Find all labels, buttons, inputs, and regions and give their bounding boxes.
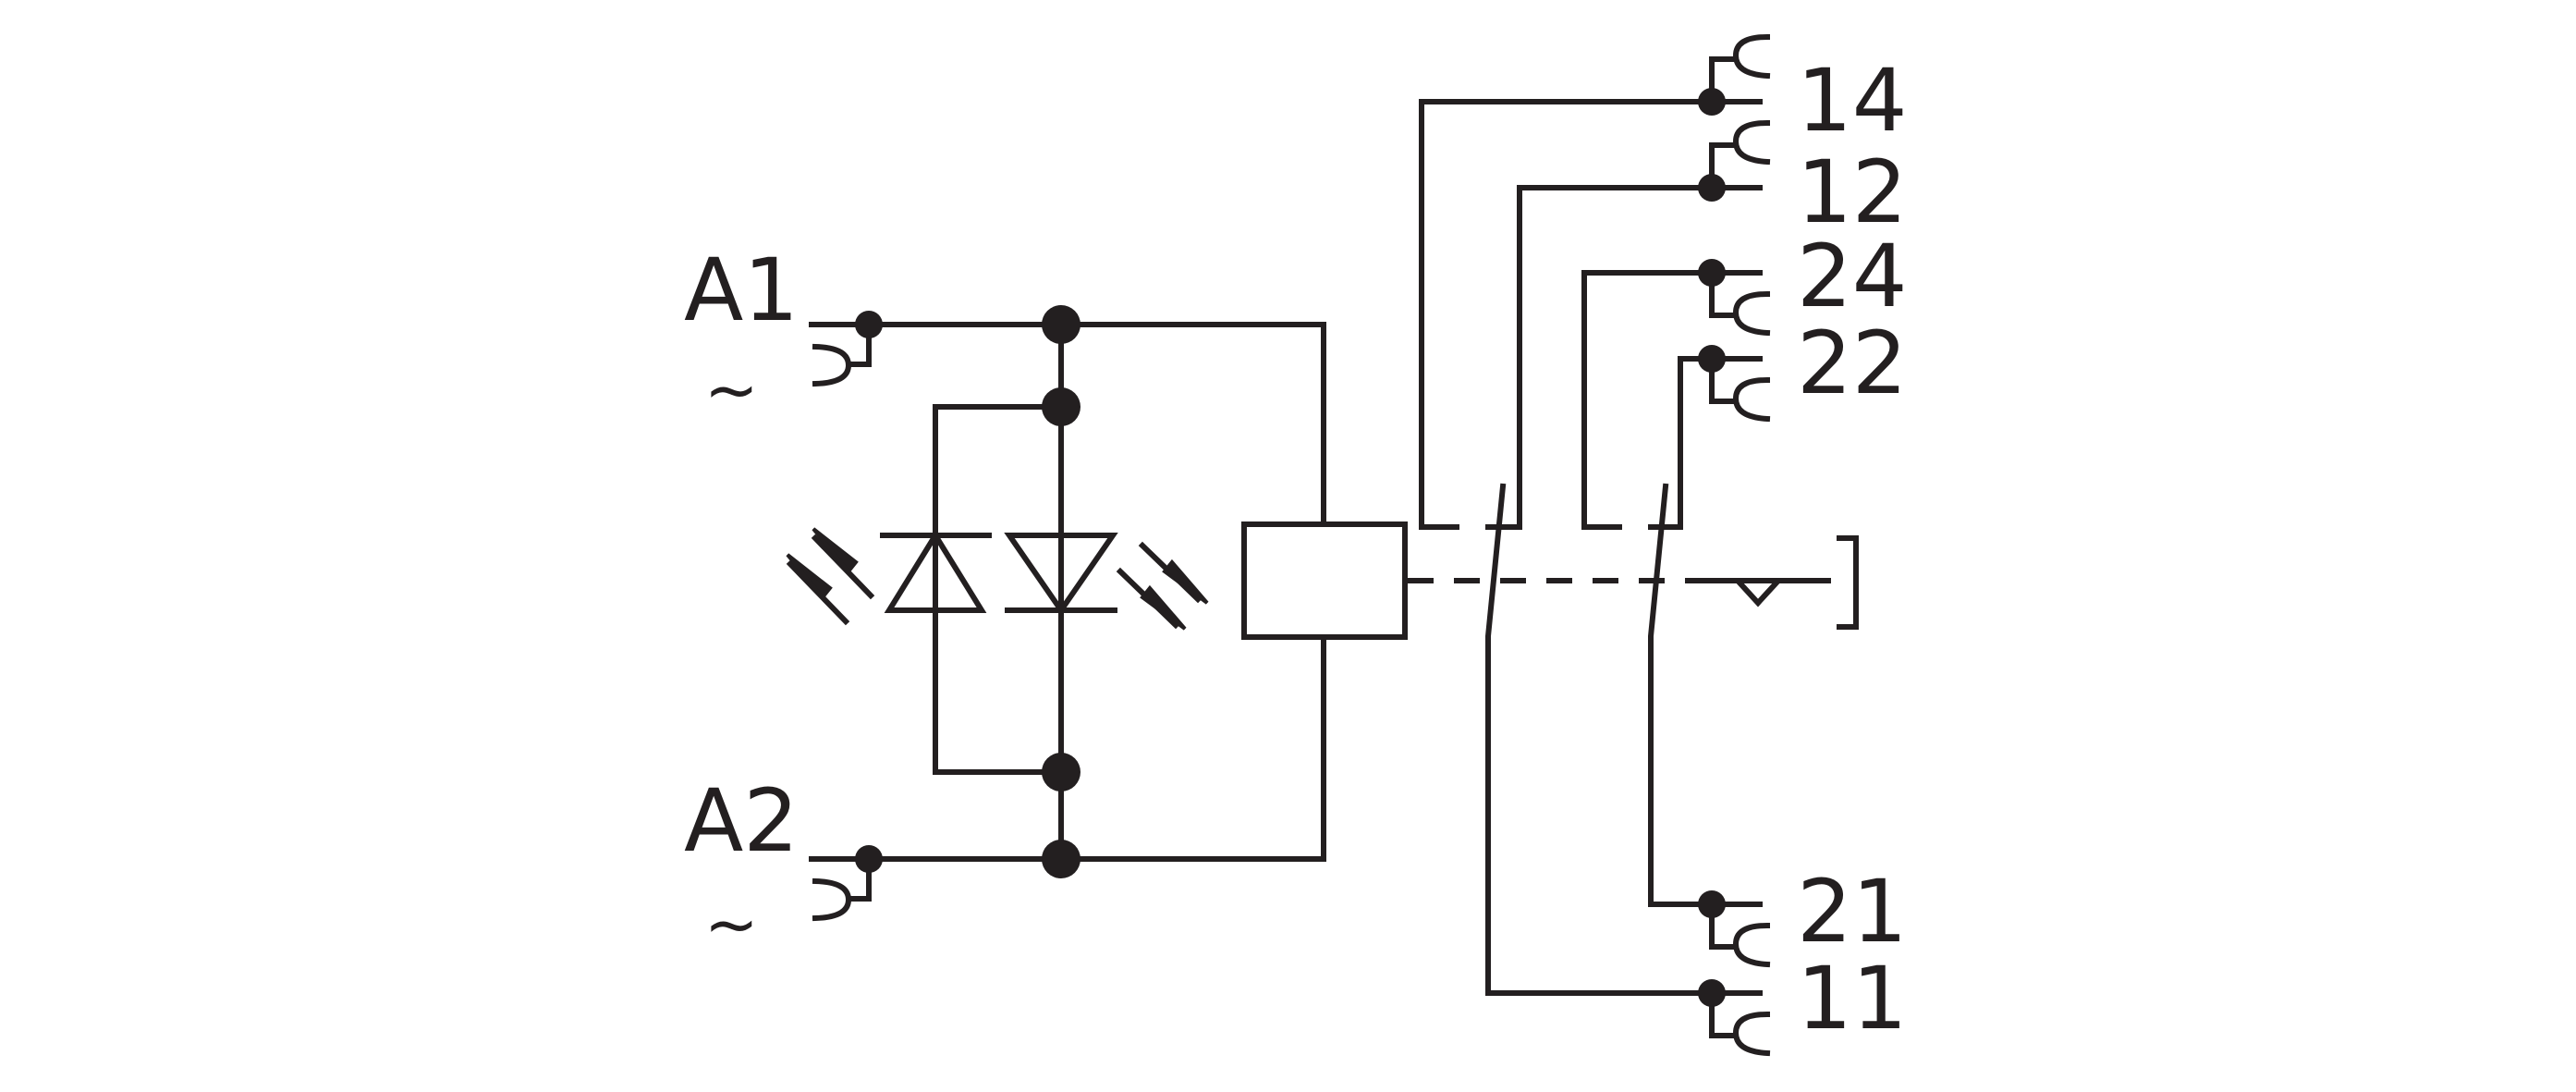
terminal-label-a1: A1 <box>684 240 799 341</box>
test-button <box>1685 535 1859 630</box>
terminal-label-22: 22 <box>1797 313 1908 414</box>
terminal-label-11: 11 <box>1797 949 1908 1049</box>
contact-set-1 <box>1419 99 1715 996</box>
terminal-label-12: 12 <box>1797 142 1908 243</box>
terminal-label-21: 21 <box>1797 862 1908 963</box>
terminal-12 <box>1698 119 1771 202</box>
led-indicator <box>786 305 1209 878</box>
terminal-21 <box>1698 890 1771 968</box>
relay-coil <box>1241 521 1408 640</box>
terminal-label-14: 14 <box>1797 51 1908 152</box>
terminal-a1 <box>809 311 1326 527</box>
terminal-label-24: 24 <box>1797 227 1908 327</box>
terminal-11 <box>1698 979 1771 1057</box>
terminal-a2 <box>809 634 1326 922</box>
terminal-22 <box>1698 345 1771 423</box>
terminal-label-a2: A2 <box>684 771 799 872</box>
supply-symbol-a2: ~ <box>704 887 759 963</box>
contact-set-2 <box>1581 270 1715 907</box>
terminal-24 <box>1698 259 1771 337</box>
terminal-14 <box>1698 33 1771 116</box>
supply-symbol-a1: ~ <box>704 352 759 428</box>
